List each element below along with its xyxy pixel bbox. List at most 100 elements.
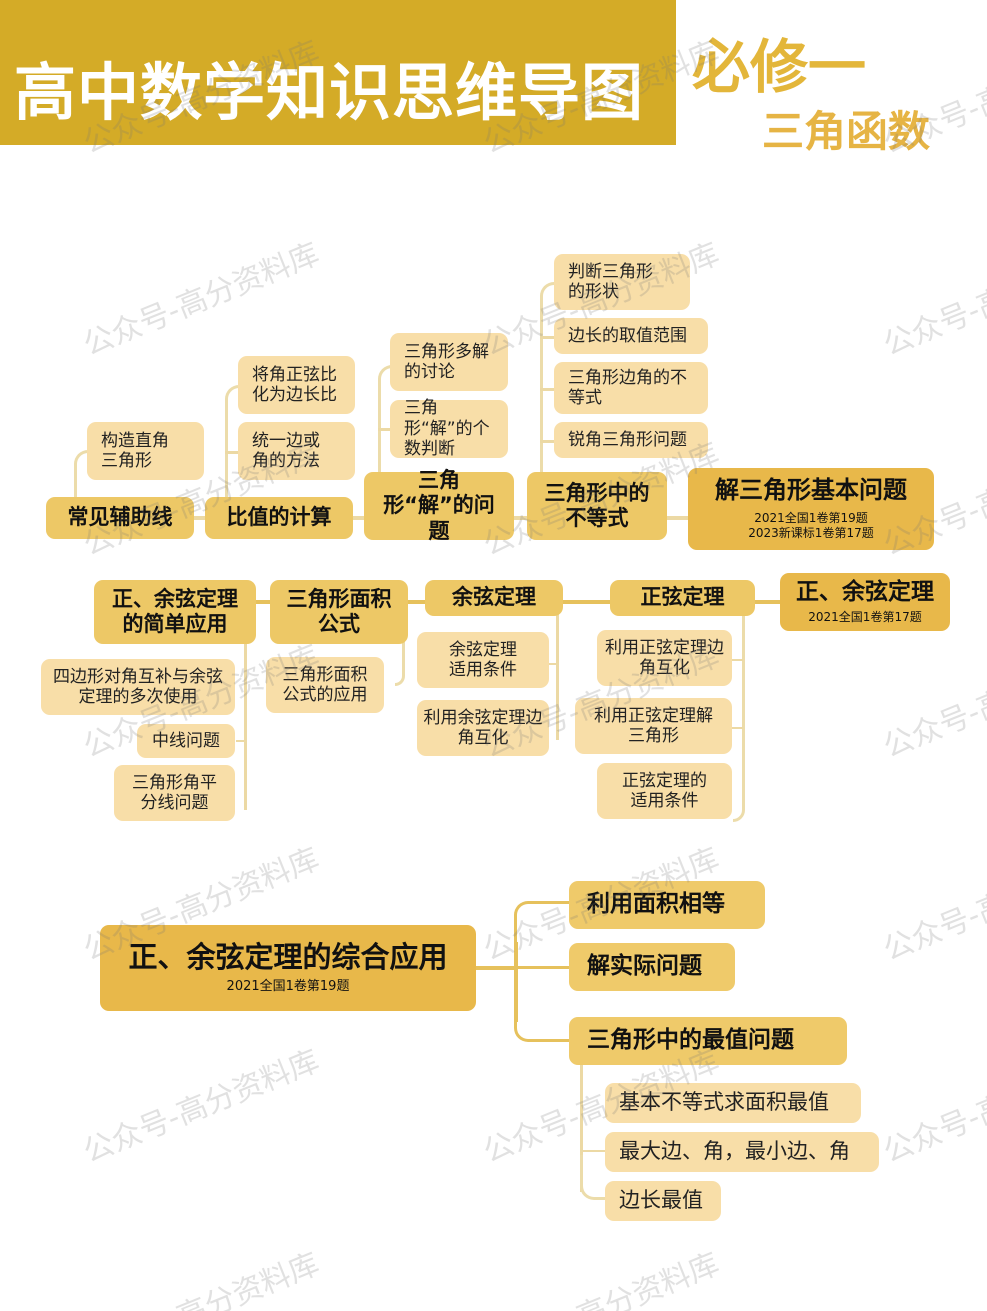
branch-area-formula[interactable]: 三角形面积公式 [270, 580, 408, 644]
connector [580, 1062, 583, 1192]
connector [378, 428, 392, 431]
leaf-cosine-conditions[interactable]: 余弦定理适用条件 [417, 632, 549, 688]
connector [395, 640, 405, 686]
connector [74, 450, 88, 498]
exam-reference: 2023新课标1卷第17题 [748, 526, 874, 541]
connector [730, 659, 743, 661]
branch-law-of-sines[interactable]: 正弦定理 [610, 580, 755, 616]
leaf-label: 锐角三角形问题 [568, 429, 687, 450]
leaf-label: 三角形角平分线问题 [132, 772, 217, 813]
leaf-sine-side-angle[interactable]: 利用正弦定理边角互化 [597, 630, 732, 686]
connector [514, 1000, 574, 1042]
node-label: 比值的计算 [226, 505, 332, 530]
leaf-sine-solve-triangle[interactable]: 利用正弦定理解三角形 [575, 698, 732, 754]
watermark: 公众号-高分资料库 [878, 1043, 987, 1171]
leaf-label: 正弦定理的适用条件 [622, 770, 707, 811]
exam-reference: 2021全国1卷第19题 [226, 978, 350, 994]
leaf-label: 三角形“解”的个数判断 [404, 398, 490, 460]
node-label: 三角形面积公式 [286, 586, 392, 636]
watermark: 公众号-高分资料库 [78, 1246, 325, 1311]
connector [580, 1155, 606, 1200]
branch-equal-area[interactable]: 利用面积相等 [569, 881, 765, 929]
connector [514, 942, 518, 1022]
leaf-angle-bisector[interactable]: 三角形角平分线问题 [114, 765, 235, 821]
leaf-side-angle-inequality[interactable]: 三角形边角的不等式 [554, 362, 708, 414]
root-label: 解三角形基本问题 [715, 476, 907, 504]
leaf-multiple-solutions[interactable]: 三角形多解的讨论 [390, 333, 508, 391]
node-label: 利用面积相等 [587, 891, 725, 918]
root-label: 正、余弦定理的综合应用 [128, 940, 448, 975]
leaf-label: 基本不等式求面积最值 [619, 1090, 829, 1115]
node-label: 正弦定理 [640, 585, 725, 610]
root-laws-sines-cosines[interactable]: 正、余弦定理 2021全国1卷第17题 [780, 573, 950, 631]
watermark: 公众号-高分资料库 [78, 1043, 325, 1171]
leaf-label: 构造直角三角形 [101, 430, 169, 471]
watermark: 公众号-高分资料库 [878, 841, 987, 969]
header-band [0, 0, 676, 145]
leaf-side-length-range[interactable]: 边长的取值范围 [554, 318, 708, 354]
node-label: 余弦定理 [452, 585, 536, 610]
leaf-label: 四边形对角互补与余弦定理的多次使用 [53, 666, 223, 707]
connector [540, 282, 554, 474]
root-label: 正、余弦定理 [796, 578, 934, 605]
leaf-label: 利用余弦定理边角互化 [423, 707, 543, 748]
leaf-label: 边长的取值范围 [568, 325, 687, 346]
connector [225, 451, 239, 454]
leaf-label: 利用正弦定理解三角形 [594, 705, 713, 746]
leaf-label: 三角形多解的讨论 [404, 341, 489, 382]
connector [236, 740, 246, 742]
node-label: 三角形“解”的问题 [383, 468, 495, 543]
exam-reference: 2021全国1卷第17题 [808, 609, 922, 624]
leaf-max-min-side-angle[interactable]: 最大边、角，最小边、角 [605, 1132, 879, 1172]
watermark: 公众号-高分资料库 [878, 638, 987, 766]
connector [549, 663, 558, 665]
root-basic-triangle-problems[interactable]: 解三角形基本问题 2021全国1卷第19题 2023新课标1卷第17题 [688, 468, 934, 550]
leaf-acute-triangle[interactable]: 锐角三角形问题 [554, 422, 708, 458]
branch-simple-applications[interactable]: 正、余弦定理的简单应用 [94, 580, 256, 644]
connector [244, 640, 247, 810]
watermark: 公众号-高分资料库 [878, 236, 987, 364]
connector [225, 385, 239, 497]
connector [378, 365, 392, 473]
topic-label: 三角函数 [762, 107, 931, 156]
leaf-label: 余弦定理适用条件 [449, 639, 517, 680]
connector [514, 901, 574, 943]
connector [540, 440, 554, 443]
branch-practical-problems[interactable]: 解实际问题 [569, 943, 735, 991]
leaf-judge-triangle-shape[interactable]: 判断三角形的形状 [554, 254, 690, 310]
connector [730, 727, 743, 729]
leaf-label: 判断三角形的形状 [568, 261, 653, 302]
connector [540, 388, 554, 391]
leaf-solution-count[interactable]: 三角形“解”的个数判断 [390, 398, 508, 460]
branch-auxiliary-lines[interactable]: 常见辅助线 [46, 497, 194, 539]
leaf-label: 最大边、角，最小边、角 [619, 1139, 850, 1164]
leaf-median-problem[interactable]: 中线问题 [137, 724, 235, 758]
page-title: 高中数学知识思维导图 [14, 56, 645, 129]
course-label: 必修一 [692, 33, 867, 101]
leaf-label: 统一边或角的方法 [252, 430, 320, 471]
leaf-cosine-side-angle[interactable]: 利用余弦定理边角互化 [417, 700, 549, 756]
leaf-side-length-extremum[interactable]: 边长最值 [605, 1181, 721, 1221]
connector [580, 1150, 606, 1152]
branch-law-of-cosines[interactable]: 余弦定理 [425, 580, 563, 616]
branch-ratio-calculation[interactable]: 比值的计算 [205, 497, 353, 539]
leaf-label: 将角正弦比化为边长比 [252, 364, 337, 405]
leaf-inequality-area-max[interactable]: 基本不等式求面积最值 [605, 1083, 861, 1123]
branch-triangle-solutions[interactable]: 三角形“解”的问题 [364, 468, 514, 543]
leaf-sine-ratio-to-side-ratio[interactable]: 将角正弦比化为边长比 [238, 356, 355, 414]
leaf-unify-side-or-angle[interactable]: 统一边或角的方法 [238, 422, 355, 480]
leaf-sine-conditions[interactable]: 正弦定理的适用条件 [597, 763, 732, 819]
branch-triangle-inequalities[interactable]: 三角形中的不等式 [527, 472, 667, 540]
node-label: 解实际问题 [587, 953, 702, 980]
connector [514, 966, 572, 969]
leaf-area-formula-application[interactable]: 三角形面积公式的应用 [266, 657, 384, 713]
leaf-quadrilateral-cosine[interactable]: 四边形对角互补与余弦定理的多次使用 [41, 659, 235, 715]
leaf-construct-right-triangle[interactable]: 构造直角三角形 [87, 422, 204, 480]
root-comprehensive-application[interactable]: 正、余弦定理的综合应用 2021全国1卷第19题 [100, 925, 476, 1011]
leaf-label: 利用正弦定理边角互化 [605, 637, 724, 678]
connector [540, 336, 554, 339]
leaf-label: 三角形面积公式的应用 [282, 664, 368, 705]
branch-extreme-value-problems[interactable]: 三角形中的最值问题 [569, 1017, 847, 1065]
node-label: 常见辅助线 [67, 505, 173, 530]
exam-reference: 2021全国1卷第19题 [754, 510, 868, 525]
